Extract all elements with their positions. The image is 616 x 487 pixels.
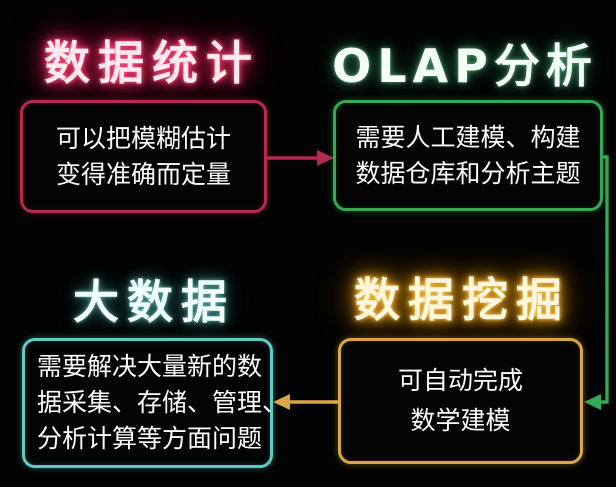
node-olap-text: 需要人工建模、构建	[355, 122, 581, 152]
arrow-mining-to-bigdata	[273, 394, 338, 410]
node-statistics-text: 可以把模糊估计	[55, 123, 231, 153]
node-mining-text: 可自动完成	[397, 366, 523, 395]
arrow-olap-to-mining	[584, 155, 609, 410]
node-mining-box: 可自动完成 数学建模	[338, 338, 583, 464]
arrow-left-icon	[584, 394, 601, 410]
arrow-right-icon	[317, 150, 334, 166]
title-statistics: 数据统计	[44, 36, 260, 90]
title-mining: 数据挖掘	[354, 273, 570, 327]
node-bigdata-box: 需要解决大量新的数 据采集、存储、管理、 分析计算等方面问题	[22, 338, 287, 468]
title-olap: OLAP分析	[332, 39, 598, 93]
title-bigdata: 大数据	[73, 275, 235, 329]
node-mining-text: 数学建模	[410, 406, 511, 435]
node-statistics-text: 变得准确而定量	[55, 159, 231, 189]
node-bigdata-text: 需要解决大量新的数	[37, 352, 263, 381]
node-olap-text: 数据仓库和分析主题	[355, 158, 581, 188]
node-statistics-box: 可以把模糊估计 变得准确而定量	[20, 100, 267, 213]
node-olap-box: 需要人工建模、构建 数据仓库和分析主题	[333, 100, 603, 211]
node-bigdata-text: 据采集、存储、管理、	[37, 388, 288, 417]
arrow-statistics-to-olap	[267, 150, 334, 166]
node-bigdata-text: 分析计算等方面问题	[37, 424, 263, 453]
arrow-left-icon	[273, 394, 290, 410]
